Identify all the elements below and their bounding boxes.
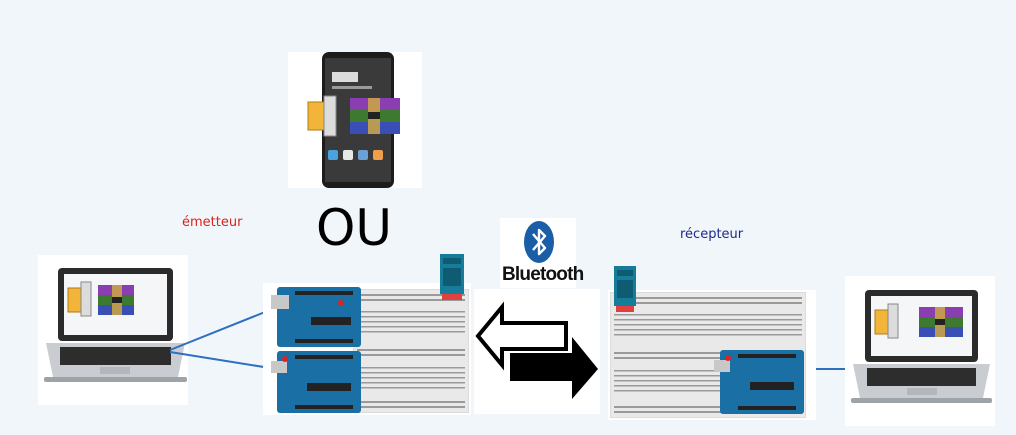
winrar-archive-icon	[67, 281, 134, 317]
arduino-board-icon	[271, 287, 361, 347]
or-label: OU	[316, 199, 392, 257]
bidirectional-arrows-icon	[475, 301, 598, 399]
winrar-archive-icon	[307, 95, 400, 137]
breadboard-icon	[353, 289, 469, 413]
emitter-laptop-panel	[38, 255, 188, 405]
bluetooth-icon	[524, 221, 554, 263]
laptop-icon	[44, 268, 187, 382]
arduino-board-icon	[714, 350, 804, 414]
bluetooth-label: Bluetooth	[502, 264, 584, 285]
receiver-label: récepteur	[680, 227, 744, 242]
bluetooth-logo-panel: Bluetooth	[500, 218, 584, 288]
laptop-icon	[851, 290, 992, 403]
arduino-board-icon	[271, 351, 361, 413]
emitter-label: émetteur	[182, 215, 243, 230]
smartphone-icon	[307, 52, 400, 188]
smartphone-panel	[288, 52, 422, 188]
bluetooth-module-icon	[614, 266, 636, 312]
emitter-circuit-panel	[263, 283, 471, 415]
arrows-panel	[474, 289, 600, 414]
winrar-archive-icon	[874, 303, 963, 339]
receiver-laptop-panel	[845, 276, 995, 426]
bluetooth-module-icon	[440, 254, 464, 300]
receiver-circuit-panel	[608, 290, 816, 420]
